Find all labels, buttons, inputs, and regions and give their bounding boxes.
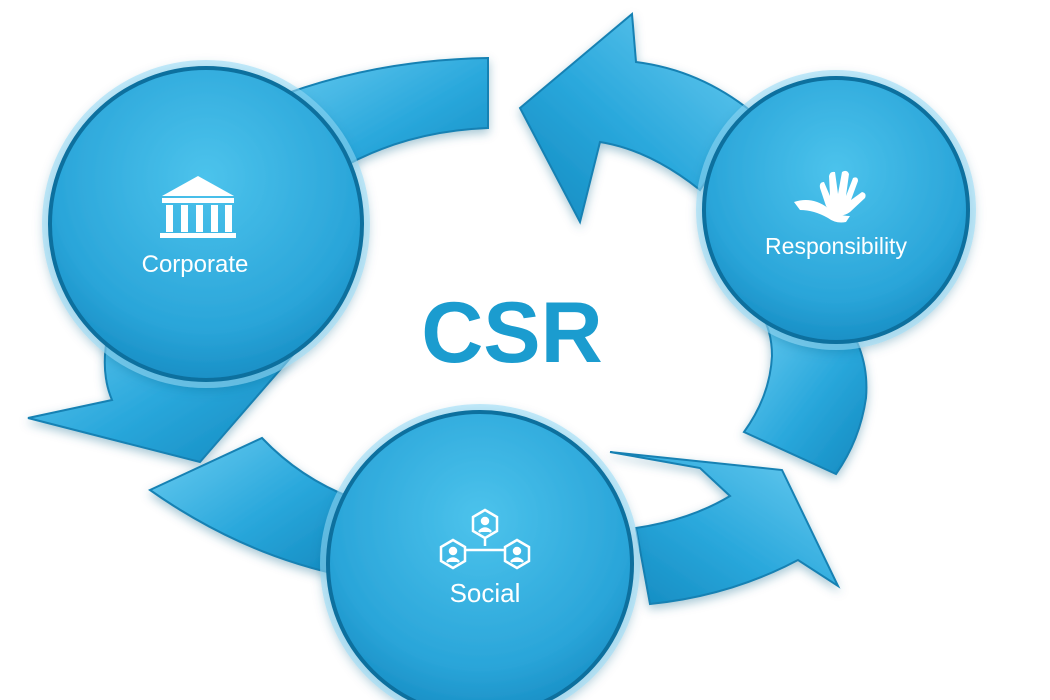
- node-corporate: [42, 60, 370, 388]
- cycle-arrow-responsibility-to-social: [742, 311, 868, 476]
- cycle-arrow-social-to-responsibility: [609, 451, 841, 606]
- node-label-social: Social: [450, 578, 521, 608]
- node-label-responsibility: Responsibility: [765, 233, 907, 259]
- bank-building-icon: [160, 176, 236, 238]
- node-social: [320, 404, 640, 700]
- helping-hands-icon: [794, 170, 866, 223]
- diagram-title: CSR: [421, 285, 603, 381]
- people-network-icon: [439, 508, 531, 570]
- node-label-corporate: Corporate: [142, 251, 249, 278]
